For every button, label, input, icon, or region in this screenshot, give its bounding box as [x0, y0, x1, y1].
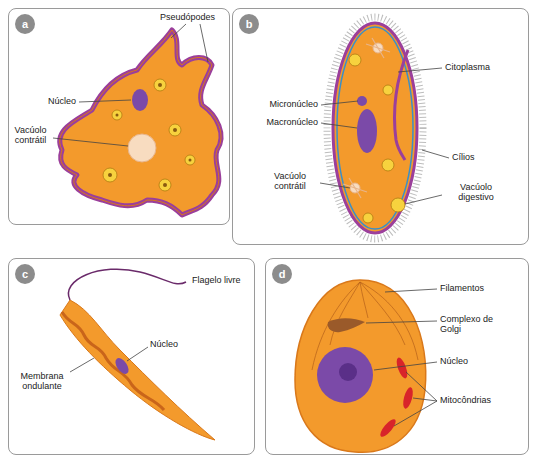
panel-letter: b: [239, 14, 259, 34]
part-label: Micronúcleo: [248, 100, 318, 110]
amoeba: [60, 30, 221, 215]
part-label: Pseudópodes: [160, 13, 222, 23]
part-label: Membrana ondulante: [14, 372, 70, 392]
part-label: Vacúolo digestivo: [445, 183, 507, 203]
panel-letter: a: [15, 14, 35, 34]
panel-letter: d: [272, 264, 292, 284]
part-label: Complexo de Golgi: [440, 315, 500, 335]
panel-ground: [8, 8, 230, 225]
part-label: Núcleo: [150, 340, 190, 350]
part-label: Citoplasma: [445, 63, 515, 73]
part-label: Mitocôndrias: [440, 396, 520, 406]
part-label: Flagelo livre: [192, 276, 252, 286]
trypanosome: [60, 269, 215, 440]
figure-panel: a: [8, 8, 230, 225]
figure-panel: c: [8, 258, 255, 455]
leader-lines: [53, 24, 208, 146]
part-label: Macronúcleo: [248, 118, 318, 128]
leader-lines: [366, 289, 437, 426]
paramecium: [327, 17, 423, 239]
figure-panel: d: [265, 258, 529, 455]
part-label: Filamentos: [440, 284, 520, 294]
part-label: Núcleo: [36, 97, 76, 107]
part-label: Núcleo: [440, 357, 500, 367]
leader-lines: [320, 68, 449, 204]
part-label: Vacúolo contrátil: [10, 126, 51, 146]
panel-letter: c: [15, 264, 35, 284]
part-label: Vacúolo contrátil: [262, 172, 318, 192]
leader-lines: [70, 347, 148, 372]
part-label: Cílios: [452, 153, 502, 163]
